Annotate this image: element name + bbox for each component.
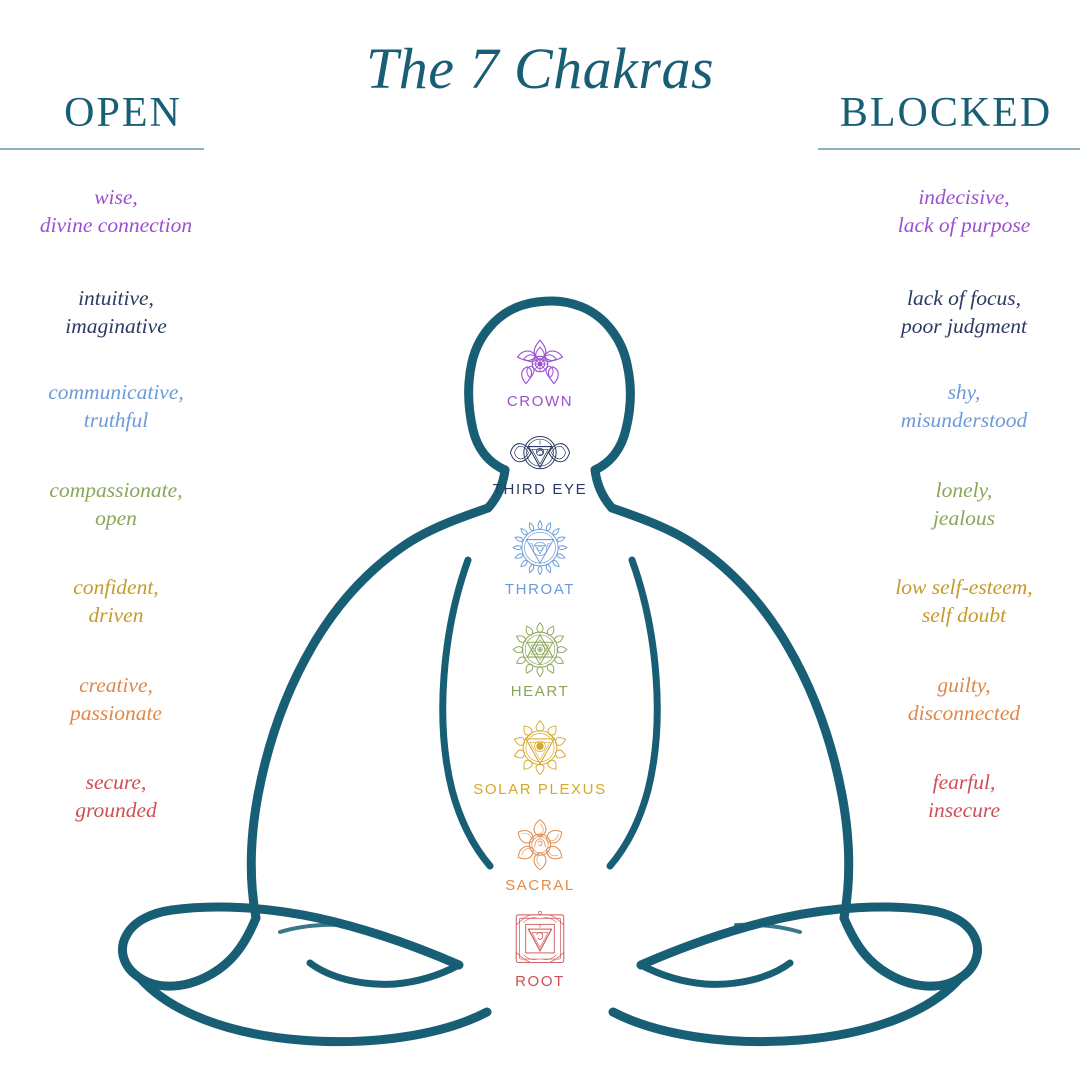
chakra-label-root: ROOT xyxy=(515,973,565,990)
blocked-trait-third-eye-line1: lack of focus, xyxy=(906,286,1022,310)
blocked-traits-column: indecisive, lack of purpose lack of focu… xyxy=(780,0,1080,1080)
column-rule-open xyxy=(0,148,204,150)
chakra-label-heart: HEART xyxy=(510,683,570,700)
blocked-trait-heart-line1: lonely, xyxy=(935,478,993,502)
blocked-trait-throat-line1: shy, xyxy=(947,380,981,404)
open-trait-heart: compassionate, open xyxy=(0,477,266,533)
open-trait-heart-line1: compassionate, xyxy=(49,478,183,502)
chakra-label-crown: CROWN xyxy=(506,393,574,410)
blocked-trait-crown-line1: indecisive, xyxy=(918,185,1010,209)
blocked-trait-sacral: guilty, disconnected xyxy=(814,672,1080,728)
open-trait-solar-plexus-line1: confident, xyxy=(73,575,159,599)
column-rule-blocked xyxy=(818,148,1080,150)
open-trait-sacral-line2: passionate xyxy=(70,700,162,725)
blocked-trait-heart-line2: jealous xyxy=(932,505,996,530)
blocked-trait-sacral-line1: guilty, xyxy=(937,673,991,697)
open-trait-sacral-line1: creative, xyxy=(79,673,153,697)
open-trait-third-eye-line1: intuitive, xyxy=(78,286,154,310)
open-traits-column: wise, divine connection intuitive, imagi… xyxy=(0,0,300,1080)
chakra-label-third-eye: THIRD EYE xyxy=(492,481,588,498)
blocked-trait-heart: lonely, jealous xyxy=(814,477,1080,533)
open-trait-throat-line1: communicative, xyxy=(48,380,184,404)
chakra-label-solar-plexus: SOLAR PLEXUS xyxy=(473,781,607,798)
sun-triangle-mandala-icon xyxy=(513,719,567,776)
chakra-label-sacral: SACRAL xyxy=(505,877,575,894)
six-petal-lotus-icon xyxy=(517,818,563,871)
blocked-trait-crown: indecisive, lack of purpose xyxy=(814,184,1080,240)
blocked-trait-throat: shy, misunderstood xyxy=(814,379,1080,435)
open-trait-throat: communicative, truthful xyxy=(0,379,266,435)
chakra-heart[interactable]: HEART xyxy=(410,620,670,699)
square-triangle-mandala-icon xyxy=(515,910,565,963)
hexagram-mandala-icon xyxy=(512,621,568,678)
open-trait-root: secure, grounded xyxy=(0,769,266,825)
open-trait-crown: wise, divine connection xyxy=(0,184,266,240)
blocked-trait-root: fearful, insecure xyxy=(814,769,1080,825)
open-trait-crown-line1: wise, xyxy=(94,185,138,209)
open-trait-sacral: creative, passionate xyxy=(0,672,266,728)
blocked-trait-sacral-line2: disconnected xyxy=(907,700,1021,725)
chakra-label-throat: THROAT xyxy=(504,581,576,598)
open-trait-solar-plexus: confident, driven xyxy=(0,574,266,630)
page-title: The 7 Chakras xyxy=(365,36,715,101)
column-header-open: OPEN xyxy=(64,90,182,136)
chakra-third-eye[interactable]: THIRD EYE xyxy=(410,428,670,497)
eye-petal-mandala-icon xyxy=(509,436,571,470)
blocked-trait-third-eye-line2: poor judgment xyxy=(900,313,1027,338)
blocked-trait-crown-line2: lack of purpose xyxy=(897,212,1031,237)
blocked-trait-root-line2: insecure xyxy=(927,797,1001,822)
blocked-trait-third-eye: lack of focus, poor judgment xyxy=(814,285,1080,341)
open-trait-solar-plexus-line2: driven xyxy=(88,602,144,627)
chakra-crown[interactable]: CROWN xyxy=(410,336,670,409)
lotus-mandala-icon xyxy=(516,339,564,385)
chakra-throat[interactable]: THROAT xyxy=(410,518,670,597)
open-trait-heart-line2: open xyxy=(95,505,137,530)
open-trait-third-eye-line2: imaginative xyxy=(65,313,167,338)
open-trait-root-line1: secure, xyxy=(85,770,147,794)
chakra-solar-plexus[interactable]: SOLAR PLEXUS xyxy=(410,718,670,797)
blocked-trait-solar-plexus-line1: low self-esteem, xyxy=(895,575,1033,599)
chakra-sacral[interactable]: SACRAL xyxy=(410,816,670,893)
column-header-blocked: BLOCKED xyxy=(839,90,1053,136)
open-trait-throat-line2: truthful xyxy=(83,407,149,432)
open-trait-crown-line2: divine connection xyxy=(39,212,193,237)
open-trait-third-eye: intuitive, imaginative xyxy=(0,285,266,341)
circle-triangle-mandala-icon xyxy=(512,519,568,576)
blocked-trait-solar-plexus: low self-esteem, self doubt xyxy=(814,574,1080,630)
blocked-trait-throat-line2: misunderstood xyxy=(900,407,1028,432)
blocked-trait-solar-plexus-line2: self doubt xyxy=(921,602,1007,627)
blocked-trait-root-line1: fearful, xyxy=(932,770,996,794)
chakra-root[interactable]: ROOT xyxy=(410,908,670,989)
open-trait-root-line2: grounded xyxy=(75,797,157,822)
